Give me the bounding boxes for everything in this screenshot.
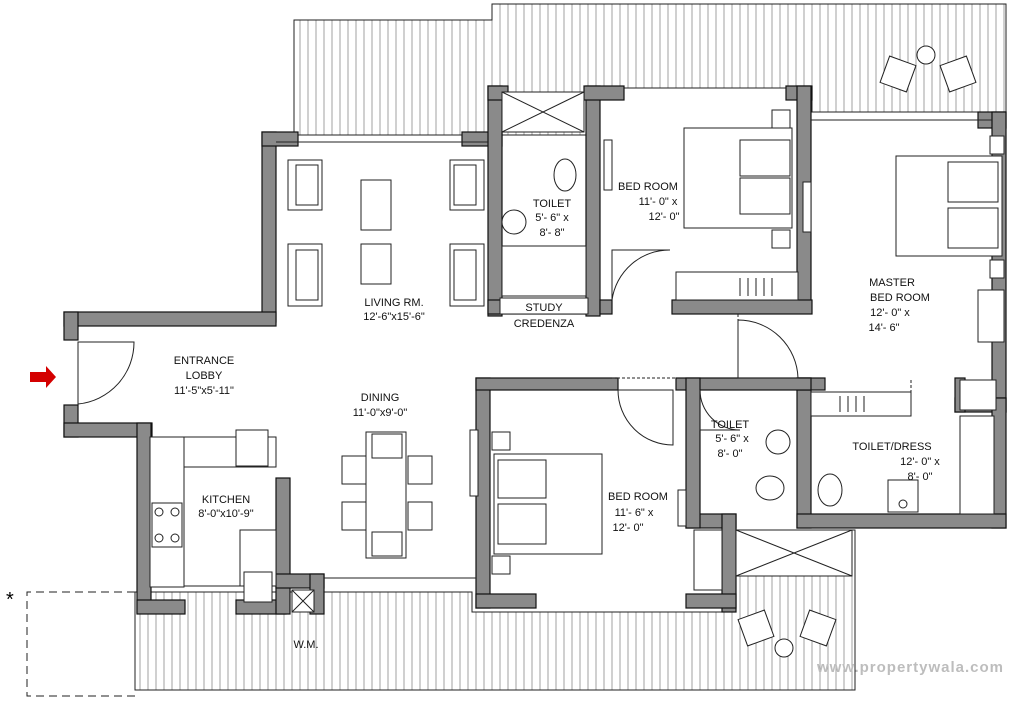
toilet2-dim2: 8'- 0" (718, 448, 743, 460)
master-dim1: 12'- 0" x (870, 307, 910, 319)
dashed-outline (26, 591, 135, 697)
living-size: 12'-6"x15'-6" (363, 311, 425, 323)
master-bed (737, 135, 1005, 379)
toilet1-dim2: 8'- 8" (540, 227, 565, 239)
bed1-name: BED ROOM (618, 181, 678, 193)
lobby-name2: LOBBY (186, 370, 223, 382)
kitchen-size: 8'-0"x10'-9" (198, 508, 254, 520)
kitchen-name: KITCHEN (202, 494, 250, 506)
entrance-door (77, 341, 135, 405)
study-name2: CREDENZA (514, 318, 575, 330)
study-name1: STUDY (525, 302, 563, 314)
bedroom1-bed (603, 109, 799, 301)
dress-dim1: 12'- 0" x (900, 456, 940, 468)
bed2-dim2: 12'- 0" (612, 522, 643, 534)
toilet1-fixtures (499, 91, 589, 315)
master-name2: BED ROOM (870, 292, 930, 304)
dining-name: DINING (361, 392, 400, 404)
bed1-dim2: 12'- 0" (648, 211, 679, 223)
dress-dim2: 8'- 0" (908, 471, 933, 483)
toilet1-name: TOILET (533, 198, 572, 210)
bottom-balcony-chairs (735, 529, 853, 658)
living-name: LIVING RM. (364, 297, 423, 309)
master-dim2: 14'- 6" (868, 322, 899, 334)
room-labels: LIVING RM. 12'-6"x15'-6" ENTRANCE LOBBY … (174, 181, 941, 651)
toilet1-dim1: 5'- 6" x (535, 212, 569, 224)
entrance-arrow-icon (30, 366, 56, 388)
bed2-dim1: 11'- 6" x (615, 507, 654, 519)
dining-size: 11'-0"x9'-0" (353, 407, 408, 419)
bed1-dim1: 11'- 0" x (639, 196, 678, 208)
lobby-name1: ENTRANCE (174, 355, 235, 367)
dress-name: TOILET/DRESS (852, 441, 931, 453)
dining-table (341, 431, 433, 559)
bed2-name: BED ROOM (608, 491, 668, 503)
toilet2-dim1: 5'- 6" x (715, 433, 749, 445)
asterisk-mark: * (6, 589, 14, 611)
kitchen-fixtures (149, 429, 315, 613)
toilet2-name: TOILET (711, 419, 750, 431)
lobby-size: 11'-5"x5'-11" (174, 385, 234, 397)
watermark-text: www.propertywala.com (816, 659, 1004, 676)
top-balcony-chairs (879, 45, 977, 93)
toilet2-fixtures (699, 389, 791, 501)
master-name1: MASTER (869, 277, 915, 289)
bedroom2-bed (469, 389, 723, 591)
dress-fixtures (810, 379, 997, 515)
living-furniture (287, 159, 485, 307)
wm-name: W.M. (293, 639, 318, 651)
